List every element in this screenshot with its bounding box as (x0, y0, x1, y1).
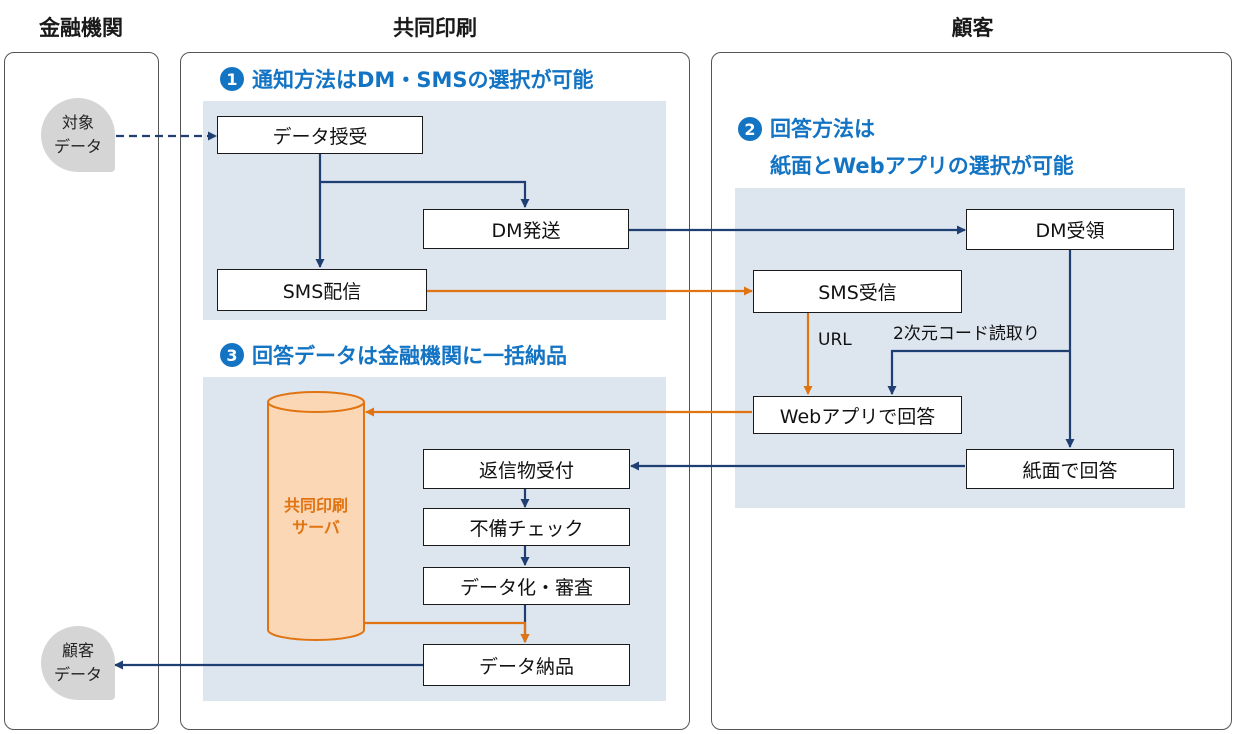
dm-send-box: DM発送 (423, 209, 629, 249)
section-3-heading: 3 回答データは金融機関に一括納品 (220, 340, 567, 370)
dm-receive-box: DM受領 (966, 209, 1174, 250)
section-2-line1: 回答方法は (770, 117, 875, 141)
lane-title-printing: 共同印刷 (393, 16, 477, 40)
sms-send-box: SMS配信 (217, 269, 427, 311)
target-data-bubble: 対象 データ (41, 98, 115, 172)
server-label: 共同印刷 サーバ (283, 496, 348, 537)
number-badge-1: 1 (220, 67, 244, 91)
lane-customer (711, 52, 1232, 730)
connector-data-receive-to-dm-send (320, 180, 530, 208)
customer-data-bubble: 顧客 データ (41, 626, 115, 700)
lane-title-financial: 金融機関 (39, 16, 123, 40)
connector-server-to-delivery (365, 621, 530, 643)
lane-printing (180, 52, 690, 730)
section-1-text: 通知方法はDM・SMSの選択が可能 (252, 68, 594, 92)
web-answer-box: Webアプリで回答 (753, 396, 962, 434)
defect-check-box: 不備チェック (423, 508, 630, 546)
section-2-heading: 2 回答方法は 紙面とWebアプリの選択が可能 (738, 111, 1074, 185)
url-label: URL (818, 330, 852, 350)
number-badge-3: 3 (220, 343, 244, 367)
return-receive-box: 返信物受付 (423, 449, 630, 489)
data-receive-box: データ授受 (217, 116, 423, 154)
qr-read-label: 2次元コード読取り (893, 324, 1040, 344)
lane-title-customer: 顧客 (951, 16, 994, 40)
digitize-review-box: データ化・審査 (423, 567, 630, 605)
section-1-heading: 1 通知方法はDM・SMSの選択が可能 (220, 64, 593, 94)
lane-financial (4, 52, 159, 730)
server-cylinder-icon (267, 391, 365, 641)
sms-receive-box: SMS受信 (753, 270, 962, 313)
section-2-line2: 紙面とWebアプリの選択が可能 (770, 154, 1074, 178)
data-delivery-box: データ納品 (423, 644, 630, 686)
number-badge-2: 2 (738, 117, 762, 141)
section-3-text: 回答データは金融機関に一括納品 (252, 344, 567, 368)
connector-qr-to-web-answer (887, 349, 1070, 395)
paper-answer-box: 紙面で回答 (966, 449, 1174, 489)
